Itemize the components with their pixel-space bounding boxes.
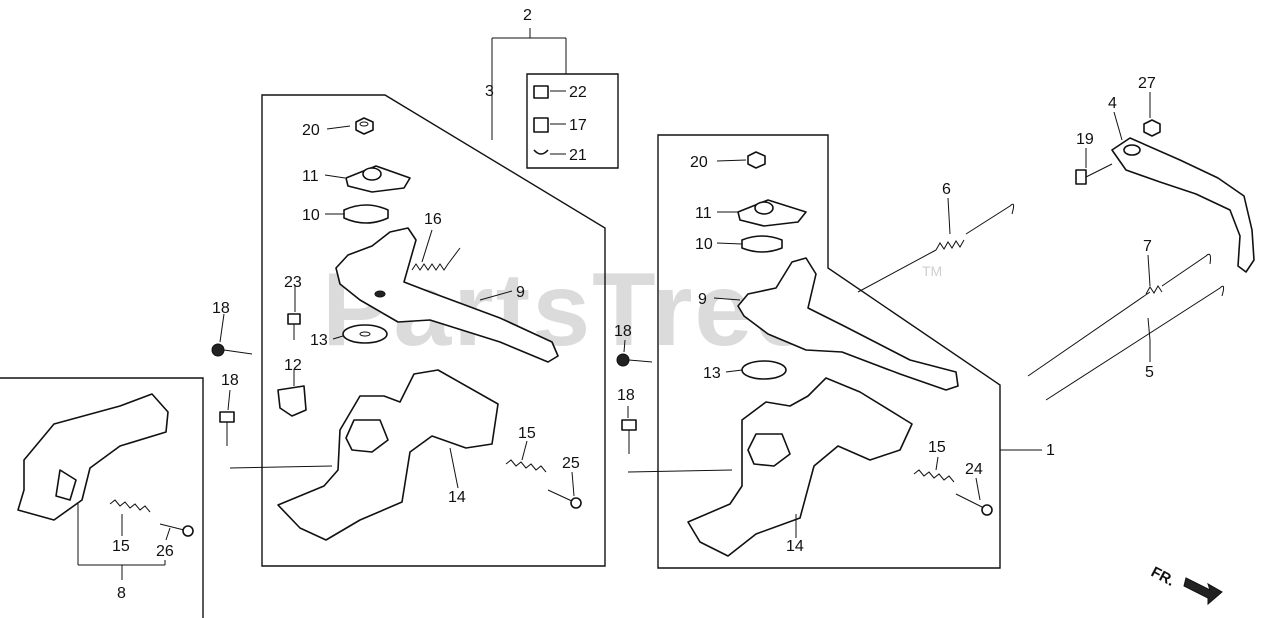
arm-4 [1111, 137, 1255, 273]
washer-13-center [342, 324, 388, 344]
callout-8: 8 [117, 585, 126, 602]
callout-19: 19 [1076, 131, 1094, 148]
callout-5: 5 [1145, 364, 1154, 381]
lever-9-right [737, 257, 959, 391]
callout-25: 25 [562, 455, 580, 472]
callout-15-left: 15 [112, 538, 130, 555]
spring-16-center [411, 247, 461, 271]
callout-14-right: 14 [786, 538, 804, 555]
callout-labels: 2 3 22 17 21 20 11 10 16 9 13 23 12 18 1… [112, 7, 1156, 602]
bolt-23 [287, 313, 301, 340]
rod-6 [857, 203, 1015, 293]
bolt-18-d [621, 419, 637, 454]
callout-11-right: 11 [695, 205, 712, 222]
callout-3: 3 [485, 83, 494, 100]
callout-7: 7 [1143, 238, 1152, 255]
callout-18-a: 18 [212, 300, 230, 317]
assembly-8-outline [0, 377, 204, 618]
spring-15-center [505, 459, 547, 473]
callout-9-center: 9 [516, 284, 525, 301]
callout-18-d: 18 [617, 387, 635, 404]
washer-10-center [343, 204, 389, 224]
bolt-18-a [211, 343, 253, 357]
callout-17: 17 [569, 117, 587, 134]
group-outlines [0, 28, 1042, 618]
callout-20-center: 20 [302, 122, 320, 139]
spring-15-right [913, 469, 955, 483]
kit-2-parts [533, 85, 549, 155]
rod-5 [1045, 285, 1225, 401]
callout-10-center: 10 [302, 207, 320, 224]
kit-2-outline [526, 73, 619, 169]
callout-23: 23 [284, 274, 302, 291]
spring-15-left [109, 499, 151, 513]
callout-21: 21 [569, 147, 587, 164]
rod-7 [1027, 253, 1211, 377]
bolt-18-b [219, 411, 235, 446]
callout-15-center: 15 [518, 425, 536, 442]
nut-20-right [747, 151, 766, 169]
assembly-1-outline [657, 134, 1001, 569]
parts: FR. [17, 85, 1255, 606]
callout-24: 24 [965, 461, 983, 478]
callout-20-right: 20 [690, 154, 708, 171]
callout-14-center: 14 [448, 489, 466, 506]
leader-lines [121, 90, 1151, 541]
clip-12 [277, 385, 307, 417]
nut-27 [1143, 119, 1161, 137]
callout-22: 22 [569, 84, 587, 101]
bolt-18-c [616, 353, 653, 367]
front-direction-arrow: FR. [1148, 564, 1223, 606]
plate-11-right [737, 199, 807, 227]
callout-11-center: 11 [302, 168, 319, 185]
callout-18-c: 18 [614, 323, 632, 340]
callout-2: 2 [523, 7, 532, 24]
callout-13-center: 13 [310, 332, 328, 349]
base-14-center [229, 369, 499, 541]
lever-9-center [335, 227, 559, 363]
direction-label: FR. [1148, 564, 1177, 590]
callout-27: 27 [1138, 75, 1156, 92]
washer-10-right [741, 235, 783, 253]
callout-15-right: 15 [928, 439, 946, 456]
base-14-right [627, 377, 913, 557]
callout-12: 12 [284, 357, 302, 374]
bracket-8-left [17, 393, 169, 521]
callout-8-bracket [77, 500, 166, 580]
callout-2-bracket [491, 28, 567, 140]
screw-26 [159, 523, 194, 537]
plate-11-center [345, 165, 411, 193]
callout-1: 1 [1046, 442, 1055, 459]
callout-10-right: 10 [695, 236, 713, 253]
callout-6: 6 [942, 181, 951, 198]
callout-16: 16 [424, 211, 442, 228]
callout-9-right: 9 [698, 291, 707, 308]
screw-25 [547, 489, 582, 509]
nut-20-center [355, 117, 374, 135]
screw-24 [955, 493, 993, 516]
callout-18-b: 18 [221, 372, 239, 389]
washer-13-right [741, 360, 787, 380]
callout-26: 26 [156, 543, 174, 560]
bolt-19 [1075, 163, 1113, 185]
watermark-trademark: TM [922, 263, 942, 279]
callout-4: 4 [1108, 95, 1117, 112]
callout-13-right: 13 [703, 365, 721, 382]
assembly-3-outline [261, 94, 606, 567]
